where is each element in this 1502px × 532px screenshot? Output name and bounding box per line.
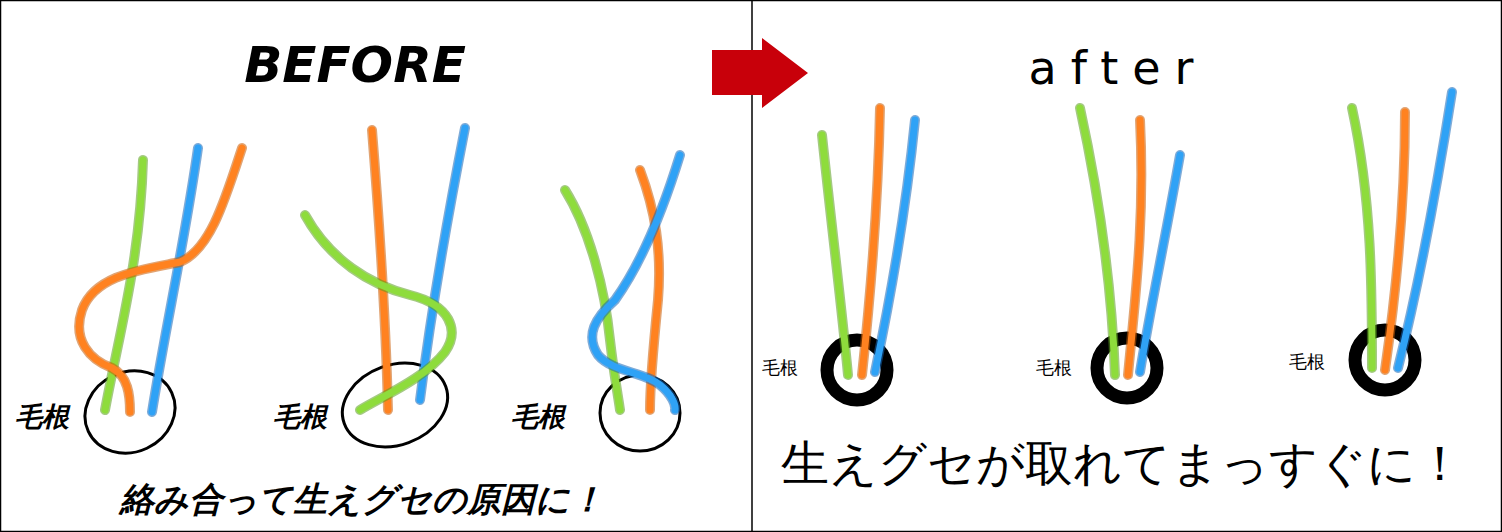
hair-strand	[592, 155, 680, 410]
hair-strand-edge	[79, 148, 242, 412]
hair-strand	[1398, 92, 1452, 368]
hair-strand-edge	[822, 135, 848, 375]
root-label: 毛根	[15, 402, 69, 432]
hair-strand-edge	[372, 130, 388, 410]
root-label: 毛根	[273, 402, 327, 432]
hair-strand	[875, 120, 915, 372]
hair-strand-edge	[1140, 155, 1180, 372]
hair-strand-edge	[152, 148, 198, 412]
hair-strand	[79, 148, 242, 412]
hair-strand	[1080, 108, 1115, 375]
hair-strand	[305, 215, 452, 410]
hair-strand-edge	[1080, 108, 1115, 375]
panel-caption: 絡み合って生えグセの原因に！	[120, 481, 604, 518]
root-label: 毛根	[1036, 358, 1072, 378]
hair-strand	[1140, 155, 1180, 372]
hair-strand	[372, 130, 388, 410]
panel-heading: after	[1029, 43, 1208, 94]
root-label: 毛根	[511, 402, 565, 432]
hair-strand-edge	[1398, 92, 1452, 368]
hair-strand-edge	[1352, 108, 1372, 368]
hair-strand	[1352, 108, 1372, 368]
root-label: 毛根	[762, 358, 798, 378]
hair-strand	[822, 135, 848, 375]
panel-caption: 生えグセが取れてまっすぐに！	[781, 437, 1464, 490]
panel-heading: BEFORE	[244, 38, 466, 93]
hair-strand	[862, 108, 880, 375]
hair-strand-edge	[875, 120, 915, 372]
hair-strand-edge	[862, 108, 880, 375]
root-label: 毛根	[1289, 352, 1325, 372]
hair-strand	[152, 148, 198, 412]
hair-strand-edge	[305, 215, 452, 410]
hair-strand-edge	[592, 155, 680, 410]
hair-strand	[1128, 120, 1141, 375]
hair-strand-edge	[1128, 120, 1141, 375]
